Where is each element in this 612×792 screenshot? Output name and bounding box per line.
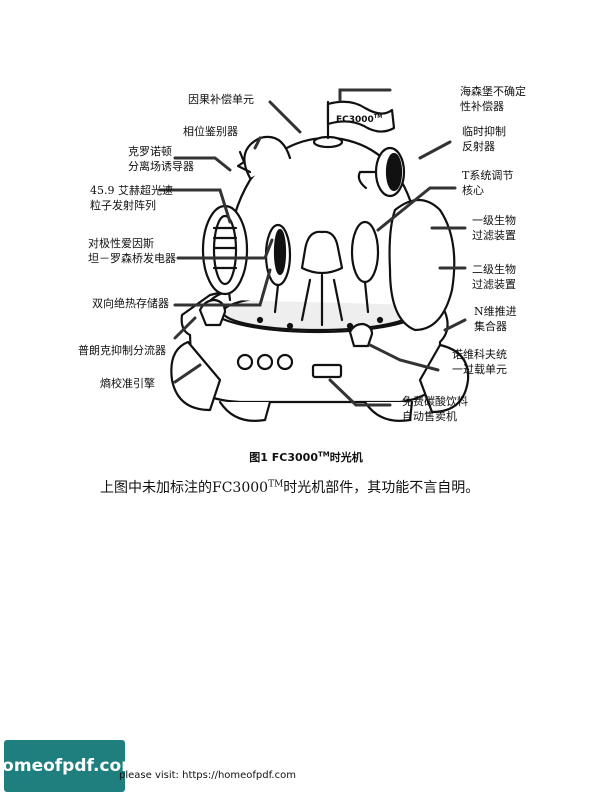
label-novikov: 诺维科夫统 一过载单元: [452, 347, 507, 377]
label-vending: 免费碳酸饮料 自动售卖机: [402, 394, 468, 424]
label-heisenberg: 海森堡不确定 性补偿器: [460, 84, 526, 114]
right-knob: [350, 324, 372, 346]
label-tcore: T系统调节 核心: [462, 168, 513, 198]
label-einstein: 对极性爱因斯 坦－罗森桥发电器: [88, 236, 176, 266]
label-kronecker: 克罗诺顿 分离场诱导器: [128, 144, 194, 174]
label-adiabatic: 双向绝热存储器: [92, 296, 169, 311]
body-paragraph: 上图中未加标注的FC3000TM时光机部件，其功能不言自明。: [100, 477, 479, 497]
site-logo[interactable]: homeofpdf.com: [4, 740, 125, 792]
figure-caption: 图1 FC3000TM时光机: [0, 449, 612, 465]
label-tachyon: 45.9 艾赫超光速 粒子发射阵列: [90, 183, 173, 213]
vending-slot: [313, 365, 341, 377]
label-phase: 相位鉴别器: [183, 124, 238, 139]
bio-filter: [390, 200, 455, 330]
label-bio2: 二级生物 过滤装置: [472, 262, 516, 292]
label-reflector: 临时抑制 反射器: [462, 124, 506, 154]
footer-link[interactable]: please visit: https://homeofpdf.com: [119, 770, 296, 781]
label-entropy: 熵校准引擎: [100, 376, 155, 391]
right-pod: [352, 222, 378, 282]
label-ndrive: N维推进 集合器: [474, 304, 517, 334]
label-planck: 普朗克抑制分流器: [78, 343, 166, 358]
center-chair: [302, 232, 342, 273]
time-machine-figure: FC3000TM 因果补偿单元 相位鉴别器 克罗诺顿 分离场诱导器 45.9 艾…: [60, 80, 560, 440]
label-causal: 因果补偿单元: [188, 92, 254, 107]
label-bio1: 一级生物 过滤装置: [472, 213, 516, 243]
